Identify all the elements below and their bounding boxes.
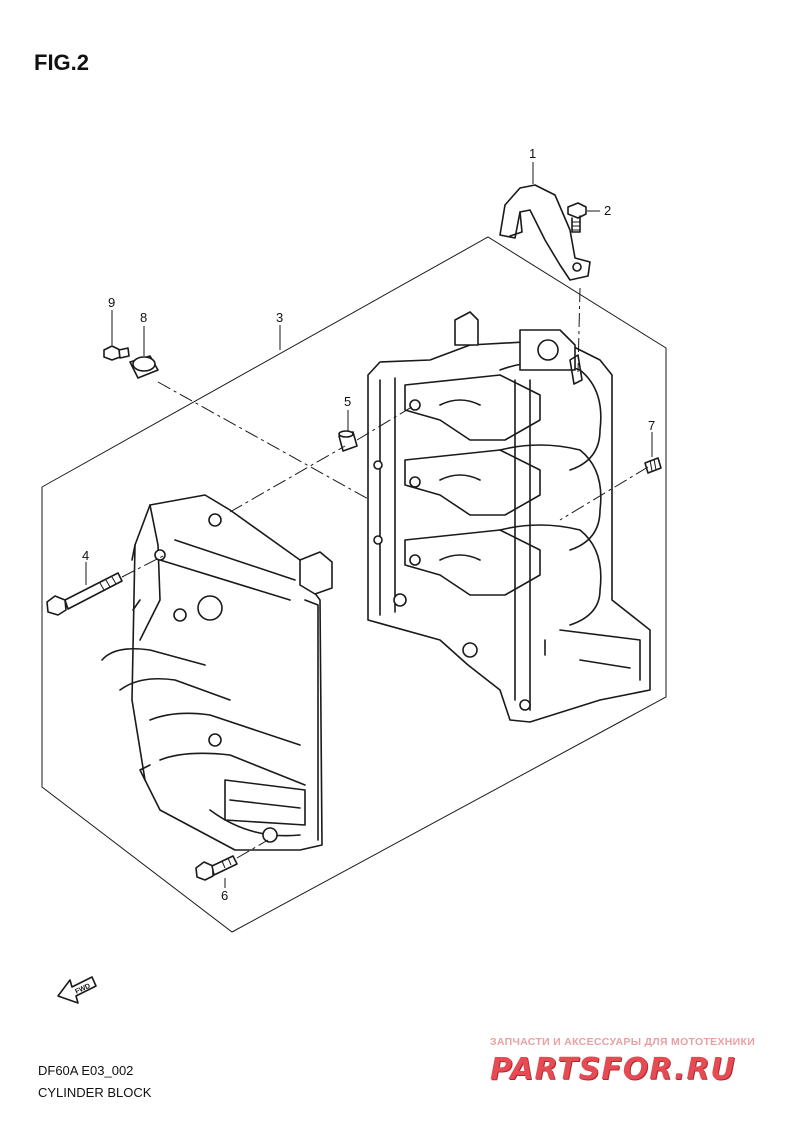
callout-1: 1 [529, 146, 536, 161]
bolt-4 [46, 572, 123, 616]
bushing-8 [129, 355, 159, 379]
fwd-arrow-icon: FWD [57, 976, 97, 1004]
assembly-outline [41, 236, 667, 933]
callout-8: 8 [140, 310, 147, 325]
callout-labels: 1 2 3 4 5 6 7 8 9 [82, 146, 655, 903]
callout-9: 9 [108, 295, 115, 310]
callout-7: 7 [648, 418, 655, 433]
crankcase-half [101, 494, 333, 851]
bolt-2 [567, 202, 587, 233]
engine-hanger-bracket [499, 184, 591, 281]
dowel-pin-5 [338, 430, 358, 452]
callout-6: 6 [221, 888, 228, 903]
alignment-lines [121, 287, 649, 859]
callout-4: 4 [82, 548, 89, 563]
bolt-9 [103, 345, 130, 361]
callout-5: 5 [344, 394, 351, 409]
watermark-tagline: ЗАПЧАСТИ И АКСЕССУАРЫ ДЛЯ МОТОТЕХНИКИ [490, 1036, 756, 1048]
watermark-logo: PARTSFOR.RU [490, 1052, 736, 1087]
callout-3: 3 [276, 310, 283, 325]
leader-lines [85, 162, 653, 888]
bolt-6 [195, 855, 238, 881]
cylinder-block [367, 311, 651, 723]
figure-title: FIG.2 [34, 50, 90, 75]
plug-7 [644, 457, 662, 474]
callout-2: 2 [604, 203, 611, 218]
model-code: DF60A E03_002 [38, 1063, 134, 1078]
diagram-name: CYLINDER BLOCK [38, 1085, 152, 1100]
